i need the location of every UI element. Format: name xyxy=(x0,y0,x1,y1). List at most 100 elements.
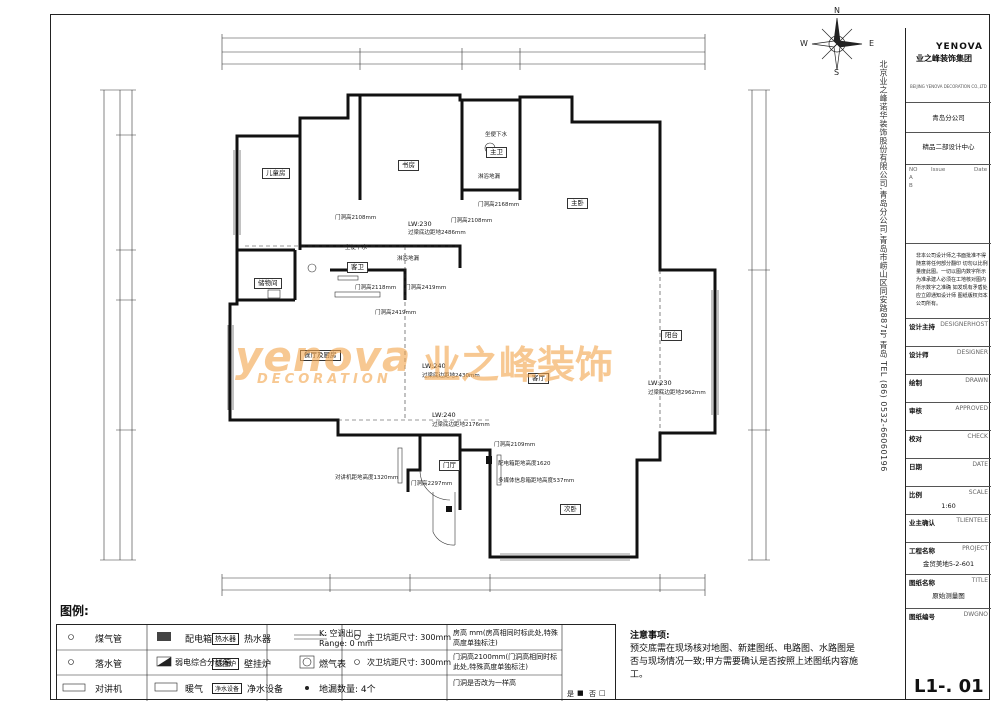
legend-reshuiqi: 热水器 xyxy=(244,635,272,645)
legend-jingshui-tag: 净水设备 xyxy=(212,683,243,694)
floor-plan xyxy=(100,34,770,596)
note-door-kewei2: 门洞高2419mm xyxy=(405,285,447,291)
company-en: BEIJING YENOVA DECORATION CO.,LTD xyxy=(910,84,987,89)
room-yangtai: 阳台 xyxy=(661,330,682,341)
legend-guagua: 壁挂炉 xyxy=(244,660,272,670)
note-door-menting: 门洞高2297mm xyxy=(411,481,453,487)
note-elec-box: 配电箱距地高度1620 xyxy=(498,461,551,467)
legend-reshuiqi-tag: 热水器 xyxy=(212,633,239,645)
legend-menhigh3: 门洞是否改为一样高 xyxy=(453,679,516,687)
title-field-divider xyxy=(906,430,991,431)
note-lw3-sub: 过梁底边距地2962mm xyxy=(648,390,706,396)
legend-menhigh2: 门洞高2100mm(门洞高相同时标此处,特殊高度单独标注) xyxy=(453,653,558,671)
title-field-divider xyxy=(906,608,991,609)
title-field-label: 校对 xyxy=(909,435,922,443)
legend-dilou: 地漏数量: 4个 xyxy=(319,685,376,695)
room-keting: 客厅 xyxy=(528,373,549,384)
room-ciwo: 次卧 xyxy=(560,504,581,515)
legend-kongtiao-size: Range: 0 mm xyxy=(319,639,373,648)
logo-cn: 业之峰装饰集团 xyxy=(916,54,972,63)
note-lw1-sub: 过梁底边距地2486mm xyxy=(408,230,466,236)
legend-yes-box[interactable]: ■ xyxy=(577,689,584,697)
note-lw4: LW:240 xyxy=(432,411,456,419)
note-zhuwei-floor: 淋浴地漏 xyxy=(478,174,501,180)
title-field-label: 日期 xyxy=(909,463,922,471)
title-field-label-en: PROJECT xyxy=(962,545,988,552)
room-canting: 餐厅及厨房 xyxy=(300,350,341,361)
legend-title: 图例: xyxy=(60,604,89,618)
note-intercom: 对讲机距地高度1320mm xyxy=(335,475,399,481)
room-ertongfang: 儿童房 xyxy=(262,168,290,179)
title-field-label-en: DESIGNERHOST xyxy=(940,321,988,328)
drawing-number: L1-. 01 xyxy=(914,676,984,697)
title-block: YENOVA 业之峰装饰集团 BEIJING YENOVA DECORATION… xyxy=(905,28,991,700)
title-field-label-en: TLIENTELE xyxy=(956,517,988,524)
title-field-divider xyxy=(906,374,991,375)
compass-s: S xyxy=(834,68,840,77)
title-field-label-en: DWGNO xyxy=(963,611,988,618)
title-field-value: 1:60 xyxy=(941,502,956,510)
title-field-divider xyxy=(906,486,991,487)
watermark-cn: 业之峰装饰 xyxy=(423,343,614,387)
notice-text: 非本公司设计师之书面批准不得随意将任何部分翻印 切勿以比例量度此图。一切以图内数… xyxy=(916,253,988,307)
title-field-divider xyxy=(906,574,991,575)
title-field-value: 原始测量图 xyxy=(932,592,965,600)
watermark-en: yenova xyxy=(235,332,412,381)
title-field-label-en: TITLE xyxy=(971,577,988,584)
legend-luoshui: 落水管 xyxy=(95,660,123,670)
note-door-kewei: 门洞高2118mm xyxy=(355,285,397,291)
note-door-zhuwei: 门洞高2168mm xyxy=(478,202,520,208)
rev-a: A xyxy=(909,175,913,181)
legend-guagua-tag: 壁挂炉 xyxy=(212,658,239,670)
branch-name: 青岛分公司 xyxy=(932,114,965,122)
note-door-canting: 门洞高2419mm xyxy=(375,310,417,316)
room-chuwujian: 储物间 xyxy=(254,278,282,289)
media-box-icon xyxy=(446,506,452,512)
title-field-label-en: DRAWN xyxy=(965,377,988,384)
title-field-label: 设计师 xyxy=(909,351,929,359)
compass-icon xyxy=(811,17,863,71)
note-lw2-sub: 过梁底边距地2430mm xyxy=(422,373,480,379)
title-field-divider xyxy=(906,346,991,347)
legend-ranqi: 燃气表 xyxy=(319,660,347,670)
legend-menhigh1: 房高 mm(房高相同时标此处,特殊高度单独标注) xyxy=(453,629,558,647)
room-zhuwo: 主卧 xyxy=(567,198,588,209)
legend-nuanqi: 暖气 xyxy=(185,685,204,695)
dept-name: 精品二部设计中心 xyxy=(922,143,975,151)
title-field-label: 设计主持 xyxy=(909,323,935,331)
legend-ciwei-keng: 次卫坑距尺寸: 300mm xyxy=(367,658,452,667)
legend-duijiang: 对讲机 xyxy=(95,685,123,695)
legend-yes: 是 xyxy=(567,690,574,698)
notes-text: 预交底需在现场核对地图、新建图纸、电路图、水路图是否与现场情况一致;甲方需要确认… xyxy=(630,644,859,680)
title-field-label: 比例 xyxy=(909,491,922,499)
legend-kongtiao: K: 空调出口 xyxy=(319,629,362,638)
legend-jingshui: 净水设备 xyxy=(247,685,284,695)
watermark-sub: DECORATION xyxy=(257,372,392,387)
rev-no-header: NO xyxy=(909,167,918,173)
notes-block: 注意事项: 预交底需在现场核对地图、新建图纸、电路图、水路图是否与现场情况一致;… xyxy=(630,630,860,682)
room-shufang: 书房 xyxy=(398,160,419,171)
legend-no-box[interactable]: □ xyxy=(599,689,606,697)
title-field-divider xyxy=(906,514,991,515)
room-menting: 门厅 xyxy=(439,460,460,471)
legend-ruodian: 弱电综合分线箱 xyxy=(175,658,231,667)
compass-w: W xyxy=(800,39,808,48)
title-field-label: 审核 xyxy=(909,407,922,415)
legend-zhuwei-keng: 主卫坑距尺寸: 300mm xyxy=(367,633,452,642)
title-field-label-en: SCALE xyxy=(968,489,988,496)
legend-no: 否 xyxy=(589,690,596,698)
title-field-label-en: CHECK xyxy=(967,433,988,440)
note-media-box: 多媒体信息箱距地高度537mm xyxy=(498,478,575,484)
legend-meiqi: 煤气管 xyxy=(95,635,123,645)
title-field-label-en: DATE xyxy=(972,461,988,468)
note-lw1: LW:230 xyxy=(408,220,432,228)
title-field-divider xyxy=(906,458,991,459)
vertical-company-text: 北京业之峰诺华装饰股份有限公司,青岛分公司,青岛市崂山区同安路887号 青岛 T… xyxy=(879,60,888,472)
title-field-value: 金贸美地5-2-601 xyxy=(922,560,975,568)
title-field-label: 业主确认 xyxy=(909,519,935,527)
electric-box-icon xyxy=(486,456,492,464)
title-field-label: 工程名称 xyxy=(909,547,935,555)
title-field-divider xyxy=(906,402,991,403)
legend-box: 煤气管 落水管 对讲机 配电箱 弱电综合分线箱 暖气 热水器 热水器 壁挂炉 壁… xyxy=(56,624,616,701)
